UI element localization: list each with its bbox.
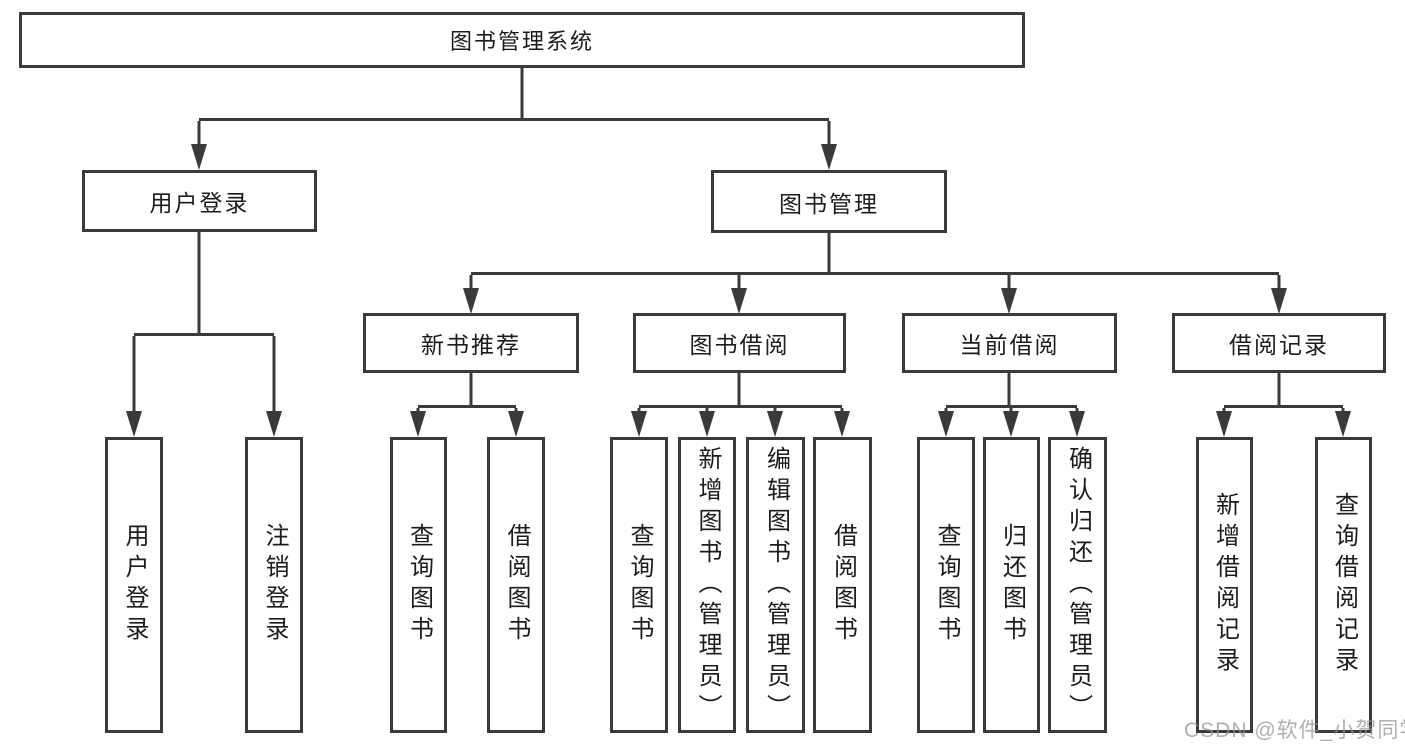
node-current-borrowing-label: 当前借阅 — [959, 332, 1060, 358]
leaf-logout-label: 注销登录 — [261, 523, 288, 647]
node-book-management-label: 图书管理 — [779, 190, 879, 217]
leaf-confirm-return-admin: 确认归还（管理员） — [1048, 437, 1107, 733]
leaf-user-login-label: 用户登录 — [121, 523, 148, 647]
leaf-query-books-current: 查询图书 — [917, 437, 975, 733]
node-book-borrowing: 图书借阅 — [633, 313, 846, 373]
node-user-login: 用户登录 — [82, 170, 317, 232]
leaf-add-borrow-record: 新增借阅记录 — [1196, 437, 1253, 733]
leaf-query-borrow-record: 查询借阅记录 — [1315, 437, 1372, 733]
leaf-logout: 注销登录 — [245, 437, 303, 733]
leaf-return-book-label: 归还图书 — [998, 523, 1026, 647]
leaf-query-borrow-record-label: 查询借阅记录 — [1330, 492, 1358, 678]
leaf-borrow-books: 借阅图书 — [813, 437, 872, 733]
node-borrow-records: 借阅记录 — [1172, 313, 1386, 373]
node-user-login-label: 用户登录 — [149, 190, 250, 216]
leaf-query-books-current-label: 查询图书 — [933, 523, 960, 647]
node-book-borrowing-label: 图书借阅 — [689, 332, 790, 358]
leaf-borrow-books-recommend-label: 借阅图书 — [503, 523, 530, 647]
node-book-management: 图书管理 — [711, 170, 947, 233]
leaf-add-book-admin: 新增图书（管理员） — [678, 437, 736, 733]
node-current-borrowing: 当前借阅 — [902, 313, 1117, 373]
leaf-query-books-borrowing: 查询图书 — [610, 437, 668, 733]
leaf-user-login: 用户登录 — [105, 437, 163, 733]
node-new-book-recommend-label: 新书推荐 — [421, 332, 521, 358]
leaf-add-book-admin-label: 新增图书（管理员） — [694, 445, 721, 725]
leaf-return-book: 归还图书 — [983, 437, 1040, 733]
leaf-confirm-return-admin-label: 确认归还（管理员） — [1064, 445, 1092, 725]
leaf-query-books-recommend: 查询图书 — [390, 437, 447, 733]
leaf-borrow-books-recommend: 借阅图书 — [487, 437, 545, 733]
leaf-borrow-books-label: 借阅图书 — [829, 523, 857, 647]
node-borrow-records-label: 借阅记录 — [1229, 332, 1329, 358]
leaf-edit-book-admin: 编辑图书（管理员） — [746, 437, 805, 733]
node-library-system: 图书管理系统 — [19, 12, 1025, 68]
leaf-query-books-borrowing-label: 查询图书 — [626, 523, 653, 647]
leaf-edit-book-admin-label: 编辑图书（管理员） — [762, 445, 790, 725]
leaf-query-books-recommend-label: 查询图书 — [405, 523, 433, 647]
node-library-system-label: 图书管理系统 — [449, 29, 594, 54]
leaf-add-borrow-record-label: 新增借阅记录 — [1211, 492, 1239, 678]
csdn-watermark: CSDN @软件_小贺同学 — [1184, 719, 1405, 742]
node-new-book-recommend: 新书推荐 — [363, 313, 579, 373]
